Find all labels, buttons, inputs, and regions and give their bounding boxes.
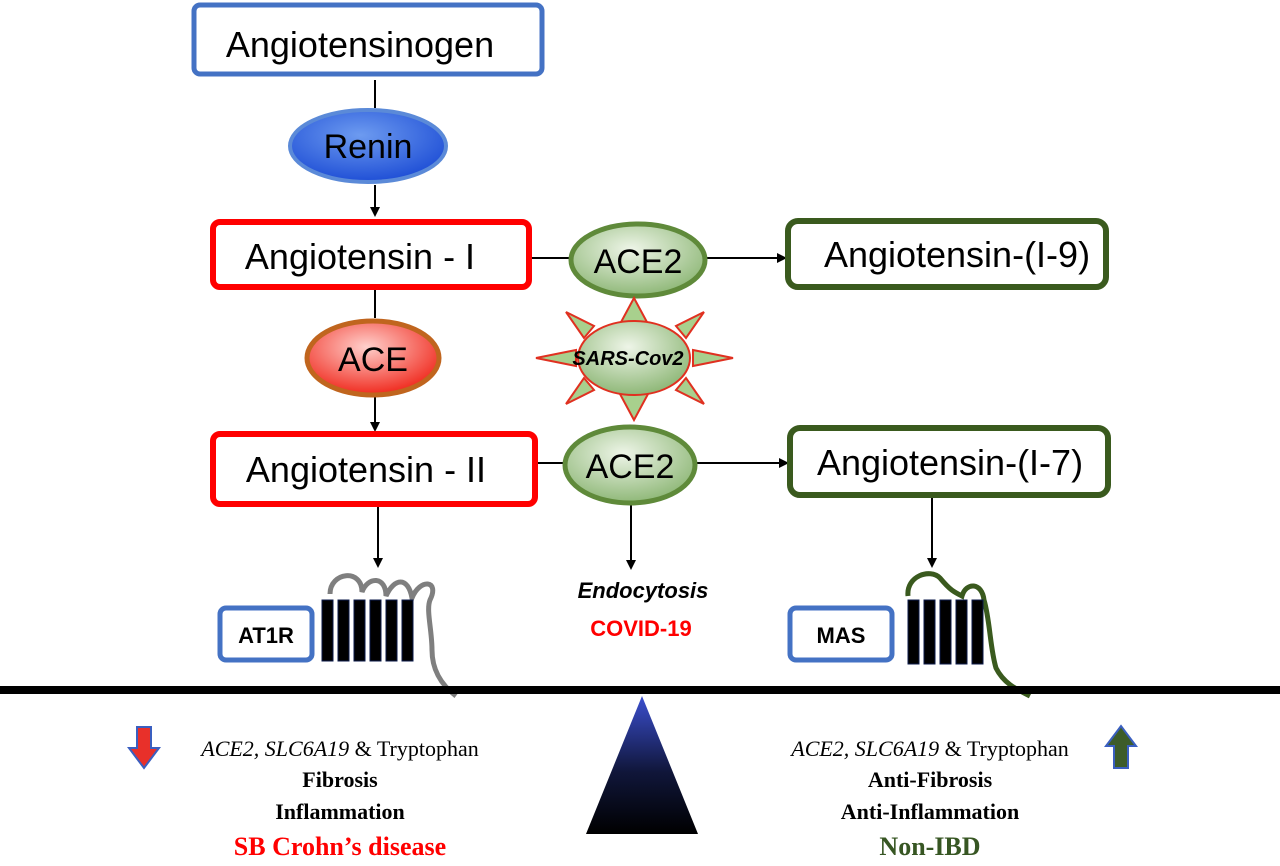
mas-receptor: MAS <box>787 571 1032 699</box>
mas-label: MAS <box>817 623 866 648</box>
left-panel: ACE2, SLC6A19 & Tryptophan Fibrosis Infl… <box>150 734 530 866</box>
right-genes: ACE2, SLC6A19 <box>791 736 940 761</box>
at1r-transmembrane-helices <box>321 599 414 662</box>
up-arrow-icon <box>1104 724 1138 769</box>
mas-receptor-loop <box>905 571 1032 699</box>
right-panel: ACE2, SLC6A19 & Tryptophan Anti-Fibrosis… <box>740 734 1120 866</box>
renin-node: Renin <box>288 108 448 184</box>
left-effect-inflammation: Inflammation <box>275 799 405 824</box>
sars-cov2-label: SARS-Cov2 <box>572 348 683 370</box>
at1r-label: AT1R <box>238 623 294 648</box>
angiotensin-ii-label: Angiotensin - II <box>246 449 486 490</box>
endocytosis-label: Endocytosis <box>578 578 709 603</box>
ace-label: ACE <box>338 341 408 379</box>
balance-beam <box>0 686 1280 694</box>
ace-node: ACE <box>304 318 442 398</box>
ace2-bottom-label: ACE2 <box>586 448 675 486</box>
left-gene-line: ACE2, SLC6A19 & Tryptophan <box>150 734 530 764</box>
ace2-top-label: ACE2 <box>594 243 683 281</box>
left-effect-fibrosis: Fibrosis <box>302 767 378 792</box>
angiotensin-1-9-label: Angiotensin-(I-9) <box>824 234 1090 275</box>
ace2-bottom-node: ACE2 <box>562 424 698 506</box>
angiotensin-ii-node: Angiotensin - II <box>210 431 538 507</box>
angiotensin-i-node: Angiotensin - I <box>210 219 532 290</box>
right-tryptophan: & Tryptophan <box>939 736 1069 761</box>
connectors <box>370 80 937 570</box>
angiotensin-1-7-label: Angiotensin-(I-7) <box>817 442 1083 483</box>
ace2-top-node: ACE2 <box>568 221 708 299</box>
left-genes: ACE2, SLC6A19 <box>201 736 350 761</box>
at1r-receptor: AT1R <box>217 573 458 698</box>
angiotensin-1-9-node: Angiotensin-(I-9) <box>785 218 1109 290</box>
mas-transmembrane-helices <box>907 599 984 665</box>
angiotensinogen-node: Angiotensinogen <box>191 2 545 77</box>
sars-cov2-virus: SARS-Cov2 <box>535 295 734 423</box>
right-effect-anti-inflammation: Anti-Inflammation <box>840 799 1020 824</box>
at1r-receptor-loop <box>327 573 458 698</box>
angiotensin-1-7-node: Angiotensin-(I-7) <box>787 425 1111 498</box>
right-gene-line: ACE2, SLC6A19 & Tryptophan <box>740 734 1120 764</box>
covid19-label: COVID-19 <box>590 616 691 641</box>
right-effect-anti-fibrosis: Anti-Fibrosis <box>867 767 993 792</box>
renin-label: Renin <box>324 128 413 166</box>
angiotensinogen-label: Angiotensinogen <box>226 24 494 65</box>
down-arrow-icon <box>127 726 161 770</box>
balance-fulcrum <box>586 696 698 834</box>
left-condition: SB Crohn’s disease <box>233 832 447 861</box>
right-condition: Non-IBD <box>879 832 981 861</box>
angiotensin-i-label: Angiotensin - I <box>245 236 475 277</box>
left-tryptophan: & Tryptophan <box>349 736 479 761</box>
